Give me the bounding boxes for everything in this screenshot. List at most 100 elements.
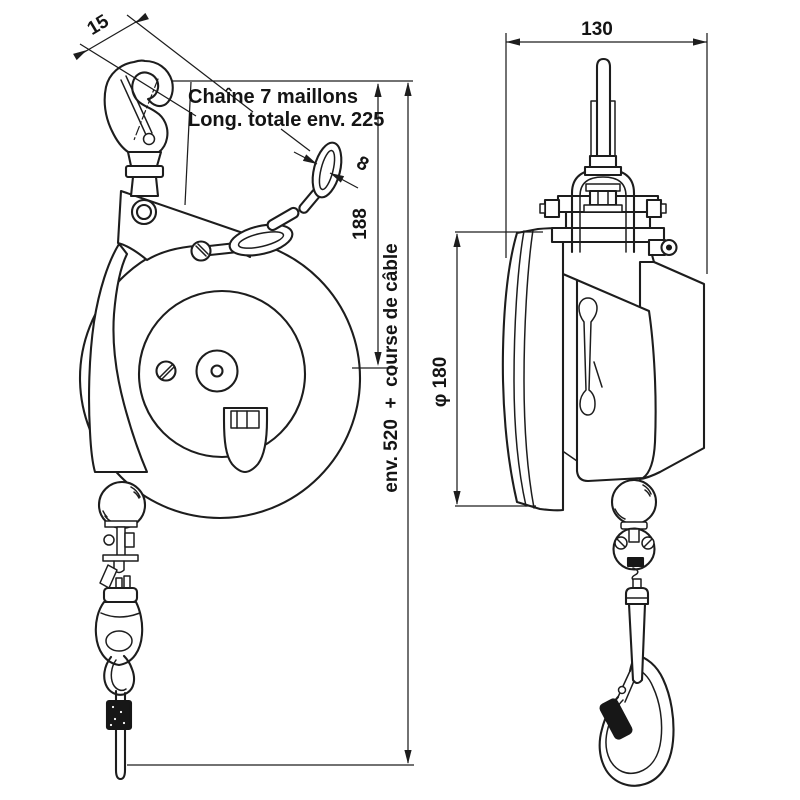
bolt-right-tip — [660, 203, 667, 214]
dim-text-180: φ 180 — [430, 357, 451, 408]
hook-collar — [126, 150, 163, 168]
ext-line-hook — [184, 81, 192, 206]
thimble-eye — [105, 630, 133, 652]
side-view — [501, 57, 706, 787]
washer-bottom — [583, 204, 623, 213]
swivel-slot-bottom — [626, 556, 645, 568]
clamp-clip — [103, 534, 115, 546]
bolt-left-icon — [543, 198, 561, 219]
hook-centerline — [133, 78, 159, 141]
cable — [114, 689, 127, 781]
side-hook-shaft — [583, 57, 623, 177]
swivel-cap — [102, 586, 139, 604]
drum-rim-1 — [513, 230, 527, 507]
cable-loop — [103, 654, 136, 696]
front-panel-top-edge — [561, 272, 579, 282]
nut — [588, 189, 618, 207]
clamp-bottom-bar — [102, 554, 139, 562]
fitting-stub — [632, 578, 642, 589]
drum-rim-2 — [523, 229, 535, 509]
fitting-shank — [627, 602, 647, 685]
side-ball-shading — [614, 484, 652, 520]
bracket-plate-mid — [564, 210, 652, 230]
front-view — [78, 59, 362, 781]
arrow-icon — [73, 46, 89, 61]
hook-pivot — [142, 132, 156, 146]
arrow-icon — [506, 38, 520, 46]
nut-facets — [597, 190, 609, 206]
pendant-window — [230, 410, 260, 429]
hook-shaft — [129, 175, 160, 198]
dimension-layer: 188 env. 520 + course de câble φ 180 130… — [73, 11, 708, 766]
fitting-cap — [624, 586, 650, 606]
bracket-hole-inner — [135, 203, 153, 221]
arrow-icon — [693, 38, 707, 46]
side-swivel-slot-top — [628, 528, 640, 543]
side-cable-fitting — [624, 578, 650, 685]
swivel-stud-2 — [123, 575, 131, 589]
ball-shading — [102, 486, 141, 523]
clamp-top-bar — [104, 520, 138, 528]
pendant-window-bars — [236, 410, 248, 429]
dim-text-130: 130 — [581, 19, 613, 40]
ext-lines-diameter — [455, 231, 543, 507]
drum-profile — [501, 226, 565, 512]
chain-note-line2: Long. totale env. 225 — [188, 109, 384, 131]
bolt-right-icon — [645, 198, 663, 219]
hook-ring — [124, 164, 165, 179]
swivel-screw-right-slot — [643, 538, 653, 548]
cable-clamp — [99, 520, 139, 591]
carabiner-rivet — [617, 685, 627, 695]
side-swivel — [612, 521, 656, 583]
arrow-icon — [453, 491, 461, 505]
clamp-wedge — [99, 564, 118, 589]
screw-slot — [159, 364, 175, 380]
cable-loop-inner — [110, 659, 127, 692]
panel-slot — [578, 297, 598, 416]
spring-cover-arm — [88, 242, 149, 474]
shaft-bar — [595, 57, 612, 160]
stirrup-inner — [579, 176, 627, 253]
hook-latch — [120, 75, 153, 138]
safety-hook — [103, 59, 174, 198]
dim-text-188: 188 — [350, 208, 371, 240]
arrow-icon — [404, 750, 412, 764]
hub-hole — [210, 364, 224, 378]
ext-lines-15 — [79, 14, 254, 117]
dim-text-520: env. 520 + course de câble — [381, 243, 402, 492]
knob-edge — [650, 253, 656, 264]
cable-swivel — [94, 586, 144, 696]
clamp-tab — [124, 532, 135, 548]
arrow-icon — [374, 83, 382, 97]
arrow-icon — [404, 82, 412, 96]
swivel-line — [100, 612, 141, 618]
clamp-stem — [116, 526, 126, 557]
dim-line-15 — [80, 18, 142, 55]
dim-text-8: 8 — [353, 152, 372, 176]
chain-link-1-inner — [237, 231, 285, 249]
bolt-left-tip — [539, 203, 546, 214]
annotation-leader — [280, 128, 311, 152]
bracket-plate-base — [550, 226, 666, 244]
chain-note-line1: Chaîne 7 maillons — [188, 86, 358, 108]
carabiner-sleeve — [599, 698, 633, 740]
panel-slot-tick — [593, 361, 603, 388]
ferrule-texture — [109, 705, 126, 727]
shaft-flange — [583, 165, 623, 177]
arrow-icon — [133, 12, 149, 27]
arrow-icon — [453, 233, 461, 247]
front-panel — [575, 278, 657, 483]
shaft-collar — [588, 154, 618, 169]
back-panel-bottom-edge — [563, 451, 578, 462]
side-knob-dot — [665, 244, 673, 251]
hook-body — [103, 59, 174, 159]
ext-lines-130 — [505, 33, 708, 274]
chain-link-2 — [266, 206, 300, 232]
chain-screw-slot — [195, 243, 209, 257]
side-stop-ball — [610, 478, 658, 526]
chain — [190, 141, 343, 262]
swivel-screw-left-slot — [616, 538, 626, 548]
chain-link-4-inner — [318, 149, 336, 191]
